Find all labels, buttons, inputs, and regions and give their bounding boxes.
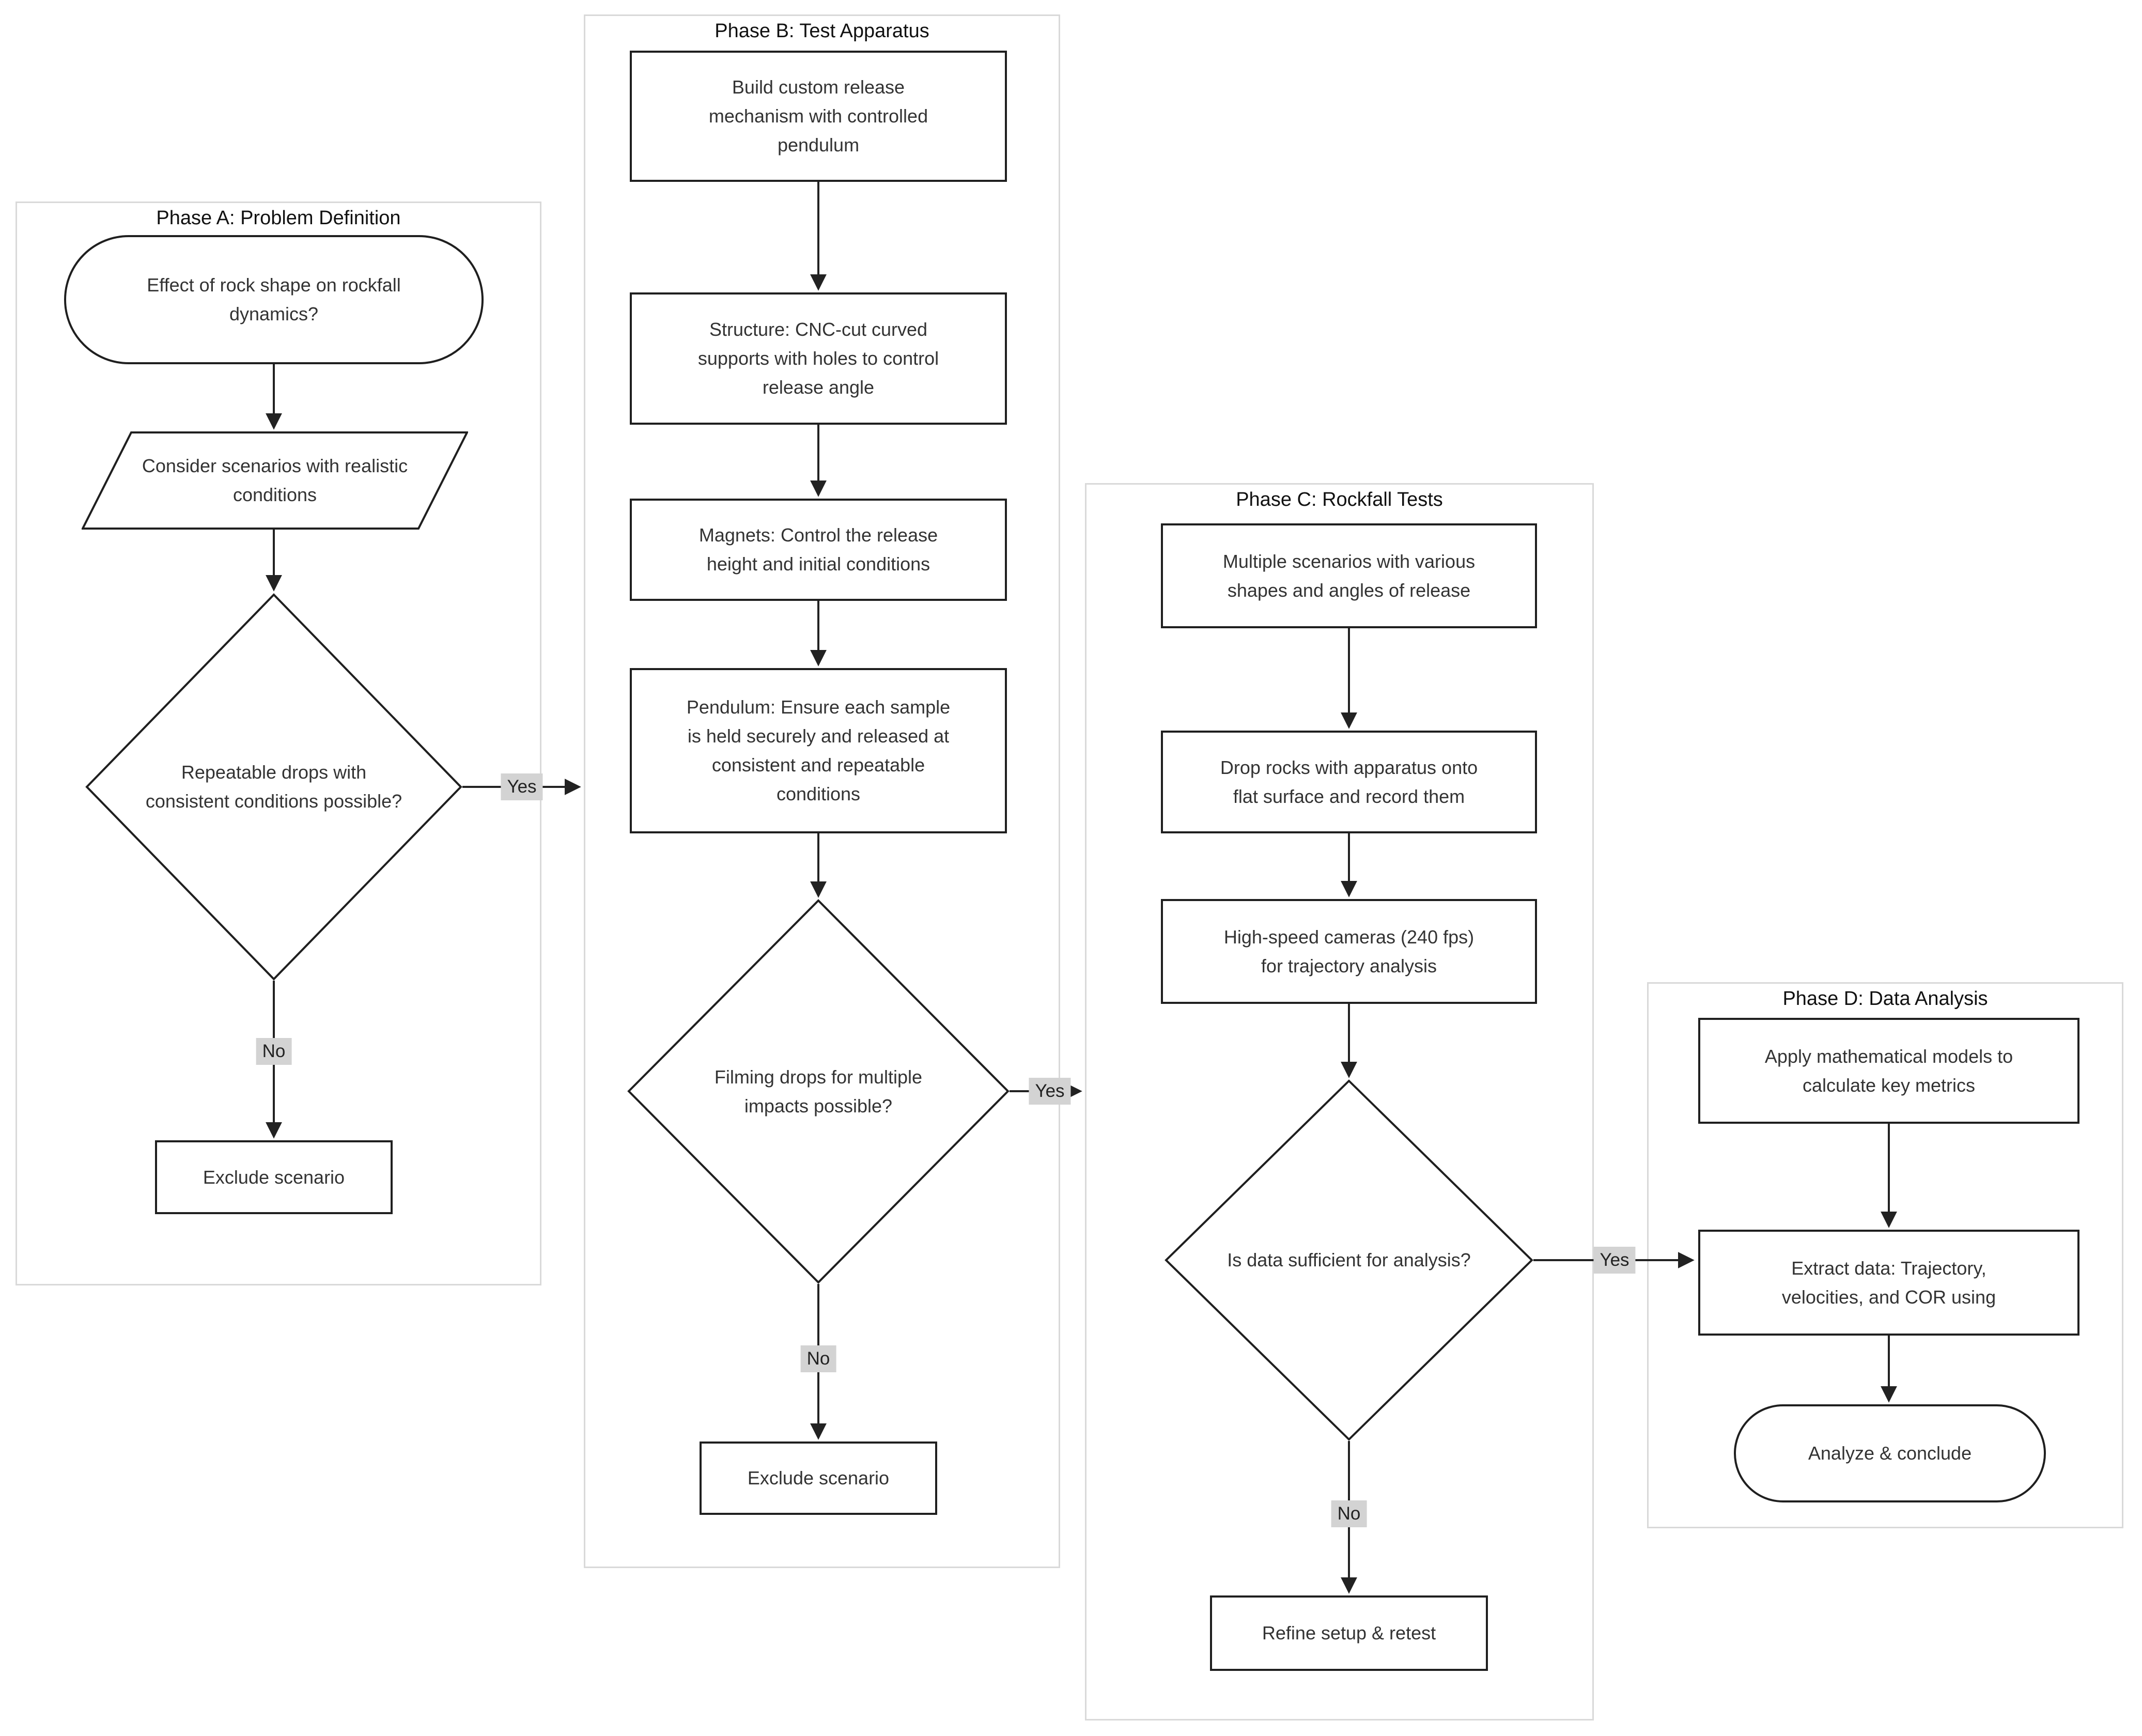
parallelogram-shape (82, 431, 468, 530)
magnets-box: Magnets: Control the release height and … (630, 499, 1007, 601)
exclude-scenario-a-box: Exclude scenario (155, 1140, 393, 1214)
phase-c-title: Phase C: Rockfall Tests (1236, 489, 1443, 510)
cnc-structure-box: Structure: CNC-cut curved supports with … (630, 292, 1007, 425)
data-sufficient-decision: Is data sufficient for analysis? (1165, 1079, 1533, 1441)
repeatable-drops-decision-text: Repeatable drops with consistent conditi… (145, 762, 402, 812)
yes-label-b: Yes (1029, 1078, 1071, 1105)
phase-b-title: Phase B: Test Apparatus (715, 20, 929, 42)
no-label-c: No (1331, 1500, 1367, 1527)
magnets-text: Magnets: Control the release height and … (699, 524, 938, 575)
no-label-a: No (256, 1038, 292, 1065)
filming-drops-decision: Filming drops for multiple impacts possi… (627, 899, 1010, 1284)
drop-rocks-text: Drop rocks with apparatus onto flat surf… (1220, 756, 1478, 807)
exclude-scenario-b-text: Exclude scenario (747, 1467, 890, 1489)
repeatable-drops-decision: Repeatable drops with consistent conditi… (85, 593, 462, 981)
extract-data-box: Extract data: Trajectory, velocities, an… (1698, 1230, 2079, 1336)
no-label-b: No (800, 1345, 836, 1372)
yes-label-c: Yes (1593, 1247, 1636, 1274)
decision-diamond-shape (627, 899, 1010, 1284)
yes-label-a: Yes (501, 773, 543, 800)
pendulum-text: Pendulum: Ensure each sample is held sec… (686, 696, 951, 804)
cnc-structure-text: Structure: CNC-cut curved supports with … (697, 319, 939, 398)
high-speed-cameras-box: High-speed cameras (240 fps) for traject… (1161, 899, 1537, 1004)
refine-setup-text: Refine setup & retest (1262, 1622, 1436, 1644)
extract-data-text: Extract data: Trajectory, velocities, an… (1781, 1257, 1996, 1308)
decision-diamond-shape (85, 593, 462, 981)
start-terminator: Effect of rock shape on rockfall dynamic… (64, 235, 484, 364)
phase-d-title: Phase D: Data Analysis (1782, 988, 1988, 1010)
high-speed-cameras-text: High-speed cameras (240 fps) for traject… (1223, 926, 1474, 977)
multiple-scenarios-box: Multiple scenarios with various shapes a… (1161, 523, 1537, 628)
filming-drops-decision-text: Filming drops for multiple impacts possi… (714, 1066, 923, 1117)
build-release-mechanism-box: Build custom release mechanism with cont… (630, 51, 1007, 182)
build-release-mechanism-text: Build custom release mechanism with cont… (708, 76, 928, 156)
exclude-scenario-a-text: Exclude scenario (203, 1166, 345, 1188)
apply-models-text: Apply mathematical models to calculate k… (1764, 1045, 2013, 1096)
analyze-conclude-terminator: Analyze & conclude (1734, 1404, 2046, 1502)
apply-models-box: Apply mathematical models to calculate k… (1698, 1018, 2079, 1124)
multiple-scenarios-text: Multiple scenarios with various shapes a… (1222, 550, 1476, 601)
analyze-conclude-text: Analyze & conclude (1808, 1443, 1972, 1464)
decision-diamond-shape (1165, 1079, 1533, 1441)
phase-a-title: Phase A: Problem Definition (156, 207, 401, 229)
start-terminator-text: Effect of rock shape on rockfall dynamic… (147, 274, 401, 324)
exclude-scenario-b-box: Exclude scenario (700, 1442, 937, 1515)
realistic-conditions-io: Consider scenarios with realistic condit… (82, 431, 468, 530)
drop-rocks-box: Drop rocks with apparatus onto flat surf… (1161, 731, 1537, 833)
pendulum-box: Pendulum: Ensure each sample is held sec… (630, 668, 1007, 833)
realistic-conditions-io-text: Consider scenarios with realistic condit… (142, 455, 408, 505)
data-sufficient-decision-text: Is data sufficient for analysis? (1227, 1249, 1471, 1271)
refine-setup-box: Refine setup & retest (1210, 1595, 1488, 1671)
